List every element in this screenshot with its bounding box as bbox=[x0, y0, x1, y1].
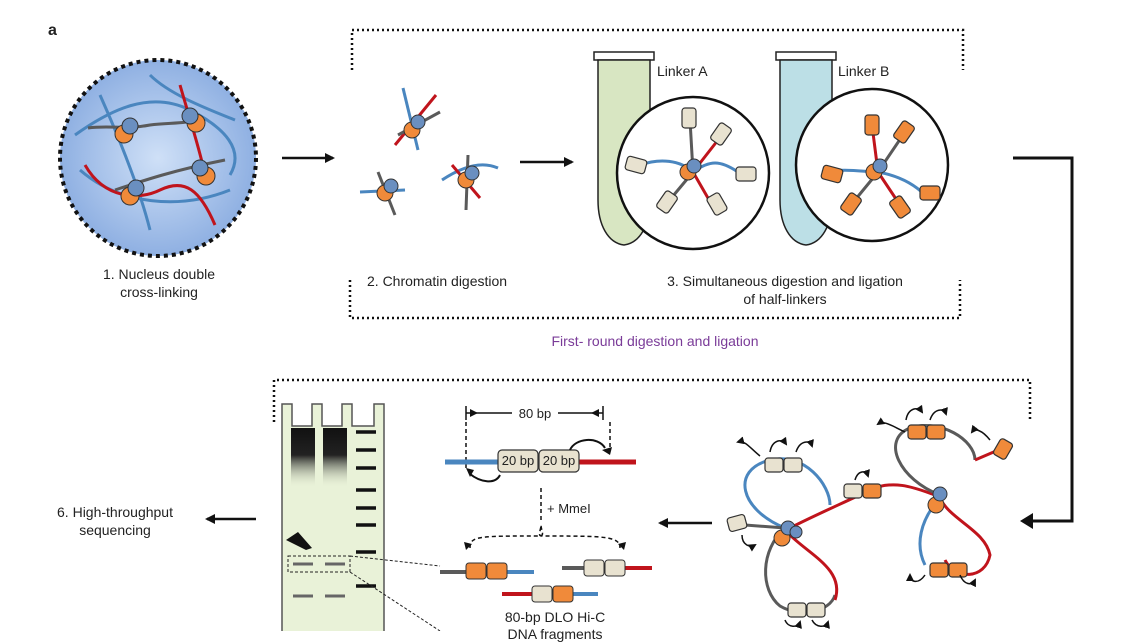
step1-label-line2: cross-linking bbox=[120, 284, 198, 300]
step6-label-line2: sequencing bbox=[79, 522, 151, 538]
nucleus bbox=[58, 58, 258, 258]
lower-bracket bbox=[272, 378, 1032, 422]
enzyme-label: + MmeI bbox=[547, 501, 591, 516]
step1-label-line1: 1. Nucleus double bbox=[102, 266, 216, 282]
linker-b-label: Linker B bbox=[838, 63, 890, 79]
digested-complexes bbox=[359, 87, 499, 216]
gel bbox=[281, 403, 441, 631]
half-linker-left-label: 20 bp bbox=[501, 453, 535, 468]
step3-label-line1: 3. Simultaneous digestion and ligation bbox=[667, 273, 903, 289]
step3-label-line2: of half-linkers bbox=[743, 291, 827, 307]
half-linker-right-label: 20 bp bbox=[542, 453, 576, 468]
ligated-loops bbox=[726, 404, 1014, 629]
connector-line bbox=[1013, 156, 1074, 523]
step6-label-line1: 6. High-throughput bbox=[57, 504, 173, 520]
step2-label: 2. Chromatin digestion bbox=[367, 273, 508, 289]
round-label: First- round digestion and ligation bbox=[551, 333, 759, 349]
ligation-circle-b bbox=[794, 87, 950, 243]
bottom-bracket bbox=[348, 280, 962, 320]
fragment-length-label: 80 bp bbox=[518, 406, 552, 421]
product-label-line1: 80-bp DLO Hi-C bbox=[504, 609, 606, 625]
fragment-schematic bbox=[440, 404, 652, 603]
panel-label: a bbox=[48, 22, 57, 39]
top-bracket bbox=[350, 28, 965, 70]
connector-arrowhead bbox=[1020, 513, 1033, 529]
product-label-line2: DNA fragments bbox=[507, 626, 603, 642]
linker-a-label: Linker A bbox=[657, 63, 708, 79]
ligation-circle-a bbox=[615, 95, 771, 251]
